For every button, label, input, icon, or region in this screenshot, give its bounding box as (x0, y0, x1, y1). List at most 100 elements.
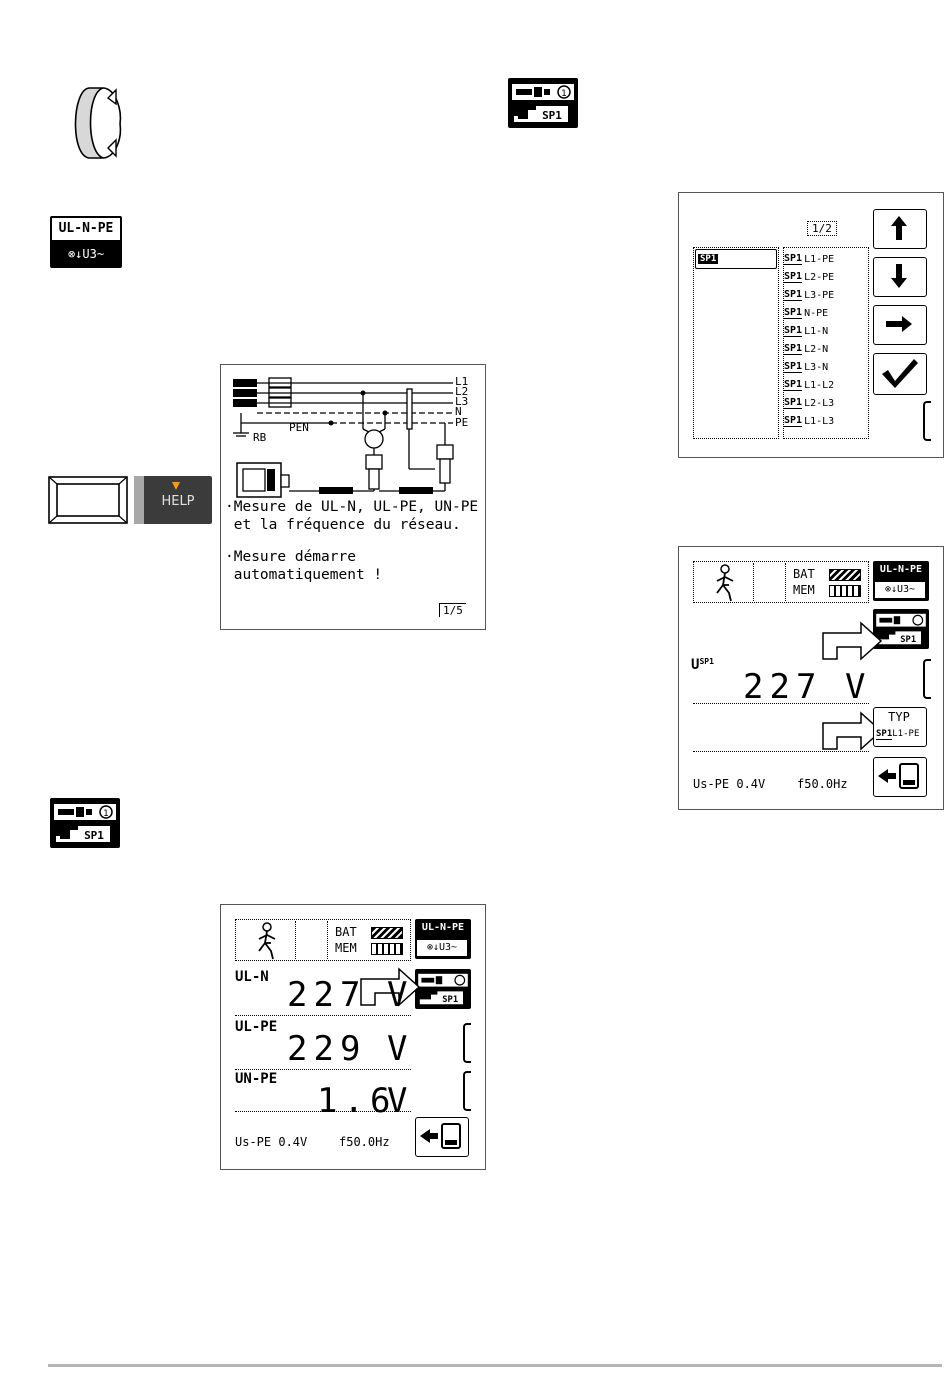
net-label-l1: L1 (455, 375, 469, 388)
help-key-stripe (134, 476, 144, 524)
help-screen: L1 L2 L3 N PE PEN RB ·Mesure de UL-N, UL… (220, 364, 486, 630)
measure-screen: BAT MEM UL-N-PE ⊗↓U3~ SP1 UL-N 227 V UL-… (220, 904, 486, 1170)
help-key[interactable]: HELP (134, 476, 212, 524)
row2-softkey-bracket (463, 1023, 471, 1063)
walking-person-icon (251, 921, 289, 965)
down-button[interactable] (873, 257, 927, 297)
row2-unit: V (387, 1029, 414, 1069)
save-button[interactable] (415, 1117, 469, 1157)
footer-freq: f50.0Hz (797, 777, 848, 791)
row1-unit: V (387, 975, 414, 1015)
bent-arrow-icon (360, 967, 421, 1007)
save-to-memory-icon (420, 1123, 461, 1149)
net-label-n: N (455, 405, 462, 418)
ulnpe-key[interactable]: UL-N-PE ⊗↓U3~ (50, 216, 122, 268)
selected-panel (693, 247, 779, 439)
single-value: 227 (743, 667, 823, 707)
ulnpe-softkey[interactable]: UL-N-PE ⊗↓U3~ (873, 561, 929, 601)
single-divider-2 (693, 751, 869, 752)
bent-arrow-icon (822, 711, 883, 751)
status-box (235, 919, 411, 961)
svg-text:SP1: SP1 (542, 109, 562, 122)
selected-conductor-label: L1-PE (721, 253, 752, 265)
net-label-l2: L2 (455, 385, 469, 398)
status-divider (295, 921, 296, 959)
probe-sp1-icon: SP1 (698, 254, 719, 264)
svg-text:SP1: SP1 (442, 995, 458, 1005)
memory-icon (371, 943, 403, 955)
ulnpe-softkey[interactable]: UL-N-PE ⊗↓U3~ (415, 919, 471, 959)
probe-sp1-icon: SP1 (876, 729, 893, 740)
bat-label: BAT (335, 925, 357, 939)
row2-divider (235, 1069, 411, 1070)
single-measure-screen: BAT MEM UL-N-PE ⊗↓U3~ SP1 USP1 227 V TYP… (678, 546, 944, 810)
probe-icon: SP1 (876, 613, 926, 645)
walking-person-icon (709, 563, 747, 607)
probe-sp1-icon: SP1 (784, 361, 803, 373)
right-button[interactable] (873, 305, 927, 345)
help-text-line4: automatiquement ! (225, 567, 383, 583)
help-indicator-icon (172, 482, 180, 490)
arrow-right-icon (886, 316, 912, 332)
probe-key-left[interactable]: 1 SP1 (50, 798, 120, 848)
battery-icon (371, 927, 403, 939)
row2-value: 229 (287, 1029, 367, 1069)
probe-sp1-icon: SP1 (699, 657, 714, 666)
probe-sp1-icon: SP1 (784, 253, 803, 265)
probe-icon: SP1 (418, 973, 468, 1005)
net-label-pe: PE (455, 416, 469, 429)
probe-sp1-icon: SP1 (784, 271, 803, 283)
row3-softkey-bracket (463, 1071, 471, 1111)
rotary-switch-icon (64, 80, 134, 165)
rb-label: RB (253, 431, 267, 444)
status-box (693, 561, 869, 603)
mem-label: MEM (793, 583, 815, 597)
network-diagram (233, 377, 454, 498)
probe-key-top[interactable]: 1 SP1 (508, 78, 578, 128)
svg-text:1: 1 (561, 89, 567, 99)
probe-softkey[interactable]: SP1 (873, 609, 929, 649)
status-divider-2 (327, 921, 328, 959)
probe-sp1-icon: SP1 (784, 397, 803, 409)
probe-sp1-icon: SP1 (784, 307, 803, 319)
save-button[interactable] (873, 757, 927, 797)
help-text-line1: ·Mesure de UL-N, UL-PE, UN-PE (225, 499, 479, 515)
single-divider-1 (693, 703, 869, 704)
probe-softkey[interactable]: SP1 (415, 969, 471, 1009)
footer-us: Us-PE 0.4V (693, 777, 766, 791)
probe-sp1-icon: SP1 (784, 325, 803, 337)
row3-value: 1.6 (317, 1081, 397, 1121)
battery-icon (829, 569, 861, 581)
up-button[interactable] (873, 209, 927, 249)
row1-divider (235, 1015, 411, 1016)
probe-icon: 1 SP1 (512, 84, 574, 122)
single-unit: V (845, 667, 872, 707)
bat-label: BAT (793, 567, 815, 581)
ulnpe-key-bottom: ⊗↓U3~ (67, 247, 105, 261)
typ-button[interactable]: TYP SP1L1-PE (873, 707, 927, 747)
row1-label: UL-N (235, 969, 269, 985)
typ-sub: SP1L1-PE (876, 729, 920, 740)
help-page-indicator: 1/5 (439, 603, 466, 617)
row3-label: UN-PE (235, 1071, 278, 1087)
help-text-line3: ·Mesure démarre (225, 549, 356, 565)
save-to-memory-icon (878, 763, 919, 789)
softkey-button[interactable] (48, 476, 128, 524)
confirm-button[interactable] (873, 353, 927, 395)
select-page-indicator: 1/2 (807, 221, 837, 236)
typ-label: TYP (888, 710, 910, 724)
svg-text:SP1: SP1 (84, 829, 104, 842)
help-key-label: HELP (161, 494, 195, 509)
probe-sp1-icon: SP1 (784, 415, 803, 427)
